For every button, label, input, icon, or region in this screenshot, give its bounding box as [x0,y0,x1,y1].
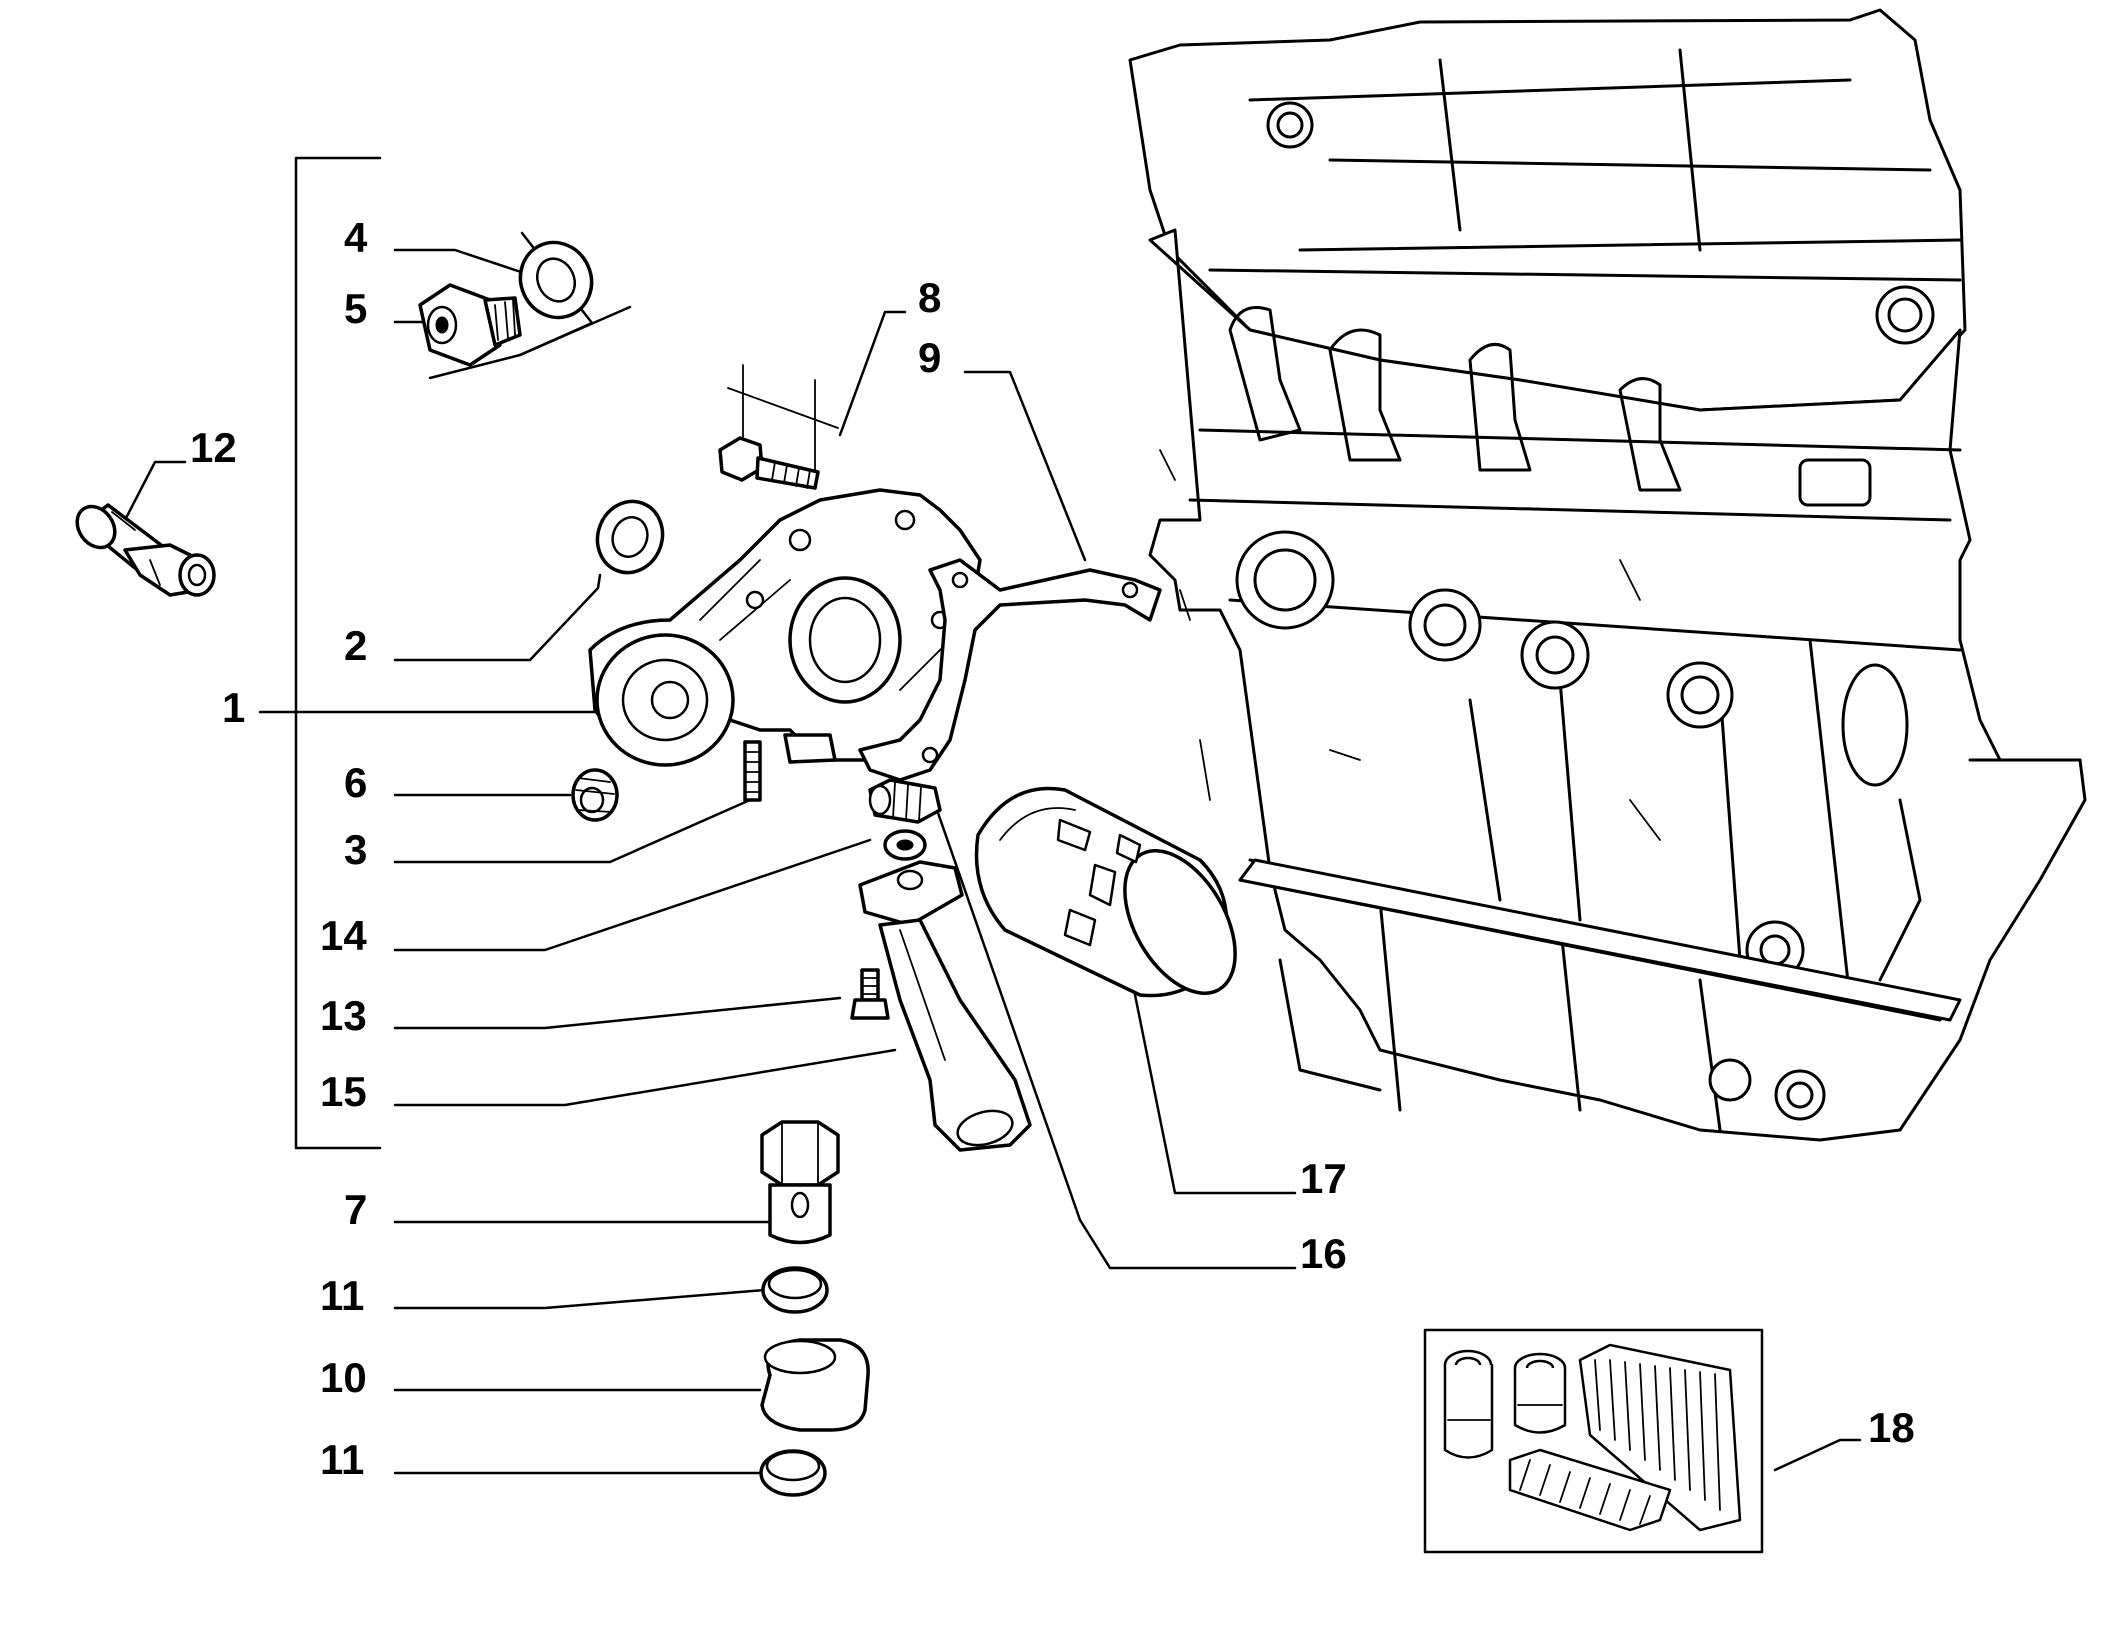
threaded-plug [571,768,619,822]
callout-7: 7 [344,1186,367,1233]
callout-16: 16 [1300,1230,1347,1277]
leader-18 [1773,1438,1862,1472]
leader-17 [1128,968,1297,1195]
oil-pickup-strainer [858,860,1032,1152]
plug-screw [418,283,522,367]
filter-kit-frame [1423,1328,1764,1554]
leader-12 [123,460,187,522]
small-washer [883,829,927,861]
oil-pump [588,488,982,767]
engine-block [1128,8,2087,1142]
callout-1: 1 [222,684,245,731]
filter-nipple [868,778,942,824]
oil-pressure-sender [75,503,216,597]
banjo-union [760,1338,870,1432]
callout-labels: 1 2 3 4 5 6 7 8 9 10 11 11 12 13 14 15 1… [190,214,1915,1483]
callout-6: 6 [344,759,367,806]
callout-5: 5 [344,285,367,332]
oil-filter [974,786,1237,998]
leader-3 [393,798,752,864]
leader-16 [928,788,1297,1270]
callout-9: 9 [918,334,941,381]
sealing-ring-upper [761,1266,829,1314]
callout-14: 14 [320,912,367,959]
callout-8: 8 [918,274,941,321]
leader-lines [123,248,1862,1475]
callout-4: 4 [344,214,368,261]
callout-13: 13 [320,992,367,1039]
leader-13 [393,996,842,1030]
callout-18: 18 [1868,1404,1915,1451]
callout-11a: 11 [320,1272,364,1319]
callout-3: 3 [344,826,367,873]
filter-kit [1423,1328,1764,1554]
sealing-ring-lower [759,1449,827,1497]
callout-2: 2 [344,622,367,669]
callout-17: 17 [1300,1155,1347,1202]
banjo-bolt [760,1120,840,1245]
small-screw [850,968,890,1020]
sealing-washer [518,240,594,320]
bolt [718,364,839,490]
oil-pump-gasket [858,558,1162,782]
callout-15: 15 [320,1068,367,1115]
stud [743,740,762,802]
callout-11b: 11 [320,1436,364,1483]
leader-9 [963,370,1087,562]
callout-12: 12 [190,424,237,471]
callout-10: 10 [320,1354,367,1401]
leader-8 [838,310,907,437]
leader-2 [393,573,602,662]
oil-seal-ring [595,499,665,575]
leader-15 [393,1048,897,1107]
leader-4 [393,248,532,277]
leader-11a [393,1288,767,1310]
leader-14 [393,838,872,952]
